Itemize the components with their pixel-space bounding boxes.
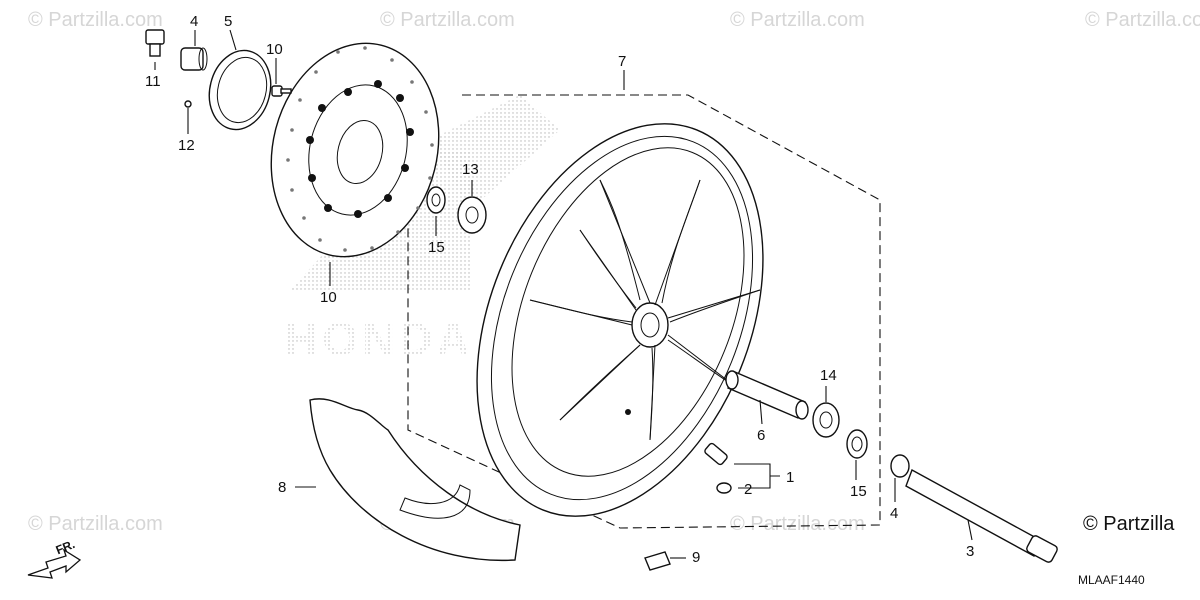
honda-wordmark: HONDA xyxy=(285,313,474,365)
front-wheel xyxy=(476,123,764,517)
brake-disc xyxy=(270,42,440,258)
screw xyxy=(271,85,292,97)
callout-label: 4 xyxy=(890,505,898,522)
side-collar xyxy=(890,454,910,478)
callout-label: 10 xyxy=(266,41,283,58)
front-fender xyxy=(309,398,521,562)
leader-lines xyxy=(154,29,973,559)
callout-label: 14 xyxy=(820,367,837,384)
callout-label: 9 xyxy=(692,549,700,566)
bearing xyxy=(457,196,487,234)
callout-label: 15 xyxy=(428,239,445,256)
callout-label: 4 xyxy=(190,13,198,30)
copyright-label: © Partzilla xyxy=(1083,513,1175,535)
callout-labels: 4 5 10 11 12 7 13 15 10 14 6 1 2 15 4 3 … xyxy=(145,13,974,566)
disc-bolt xyxy=(145,29,165,57)
callout-label: 11 xyxy=(145,73,161,90)
side-collar xyxy=(180,47,208,71)
callout-label: 3 xyxy=(966,543,974,560)
callout-label: 6 xyxy=(757,427,765,444)
direction-label: FR. xyxy=(54,537,77,557)
callout-label: 5 xyxy=(224,13,232,30)
callout-label: 7 xyxy=(618,53,626,70)
wheel-assembly-boundary xyxy=(407,94,881,529)
watermark: © Partzilla.com xyxy=(730,9,865,31)
callout-label: 15 xyxy=(850,483,867,500)
diagram-code: MLAAF1440 xyxy=(1078,573,1145,587)
small-screw xyxy=(184,100,192,108)
balance-weight xyxy=(644,551,671,571)
front-direction-arrow: FR. xyxy=(27,537,82,579)
dust-seal xyxy=(846,429,868,459)
front-axle xyxy=(905,468,1058,563)
callout-label: 12 xyxy=(178,137,195,154)
watermark: © Partzilla.com xyxy=(1085,9,1200,31)
watermark: © Partzilla.com xyxy=(730,513,865,535)
watermark: © Partzilla.com xyxy=(28,9,163,31)
callout-label: 8 xyxy=(278,479,286,496)
callout-label: 13 xyxy=(462,161,479,178)
distance-collar xyxy=(725,370,809,420)
watermark: © Partzilla.com xyxy=(380,9,515,31)
watermark: © Partzilla.com xyxy=(28,513,163,535)
callout-label: 1 xyxy=(786,469,794,486)
bearing xyxy=(812,402,840,438)
pulser-ring xyxy=(208,49,272,131)
dust-seal xyxy=(426,186,446,214)
tire-valve xyxy=(704,442,728,466)
callout-label: 2 xyxy=(744,481,752,498)
callout-label: 10 xyxy=(320,289,337,306)
o-ring xyxy=(716,482,732,494)
